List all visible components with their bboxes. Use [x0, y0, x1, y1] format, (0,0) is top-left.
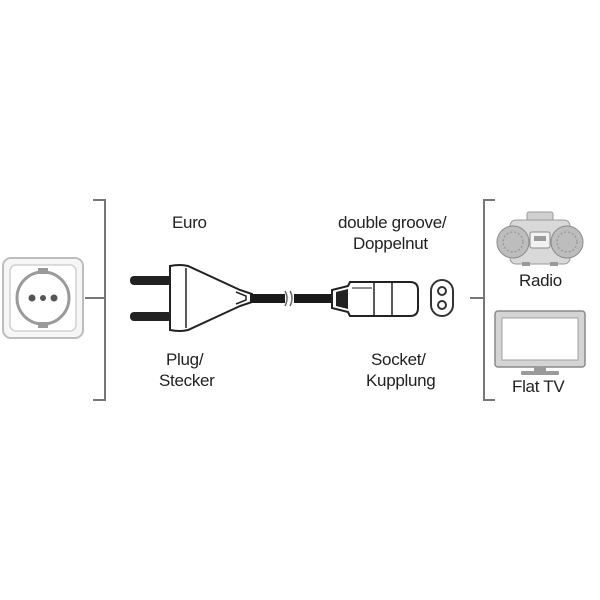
device-tv-label: Flat TV: [512, 377, 565, 396]
plug-label-line1: Plug/: [166, 350, 204, 369]
radio-icon: [496, 211, 584, 266]
plug-label-line2: Stecker: [159, 371, 215, 390]
device-radio-label: Radio: [519, 271, 562, 290]
wall-socket-icon: [2, 257, 84, 339]
c7-connector-icon: [331, 281, 419, 317]
right-bracket: [470, 199, 495, 401]
socket-label-line2: Kupplung: [366, 371, 436, 390]
socket-type-label-line2: Doppelnut: [353, 234, 428, 253]
flat-tv-icon: [494, 310, 586, 375]
euro-plug-icon: [130, 264, 253, 332]
left-bracket: [85, 199, 106, 401]
socket-type-label-line1: double groove/: [338, 213, 447, 232]
socket-label-line1: Socket/: [371, 350, 426, 369]
figure-8-socket-icon: [430, 279, 454, 317]
power-cable-icon: [250, 290, 334, 307]
plug-type-label: Euro: [172, 213, 207, 232]
